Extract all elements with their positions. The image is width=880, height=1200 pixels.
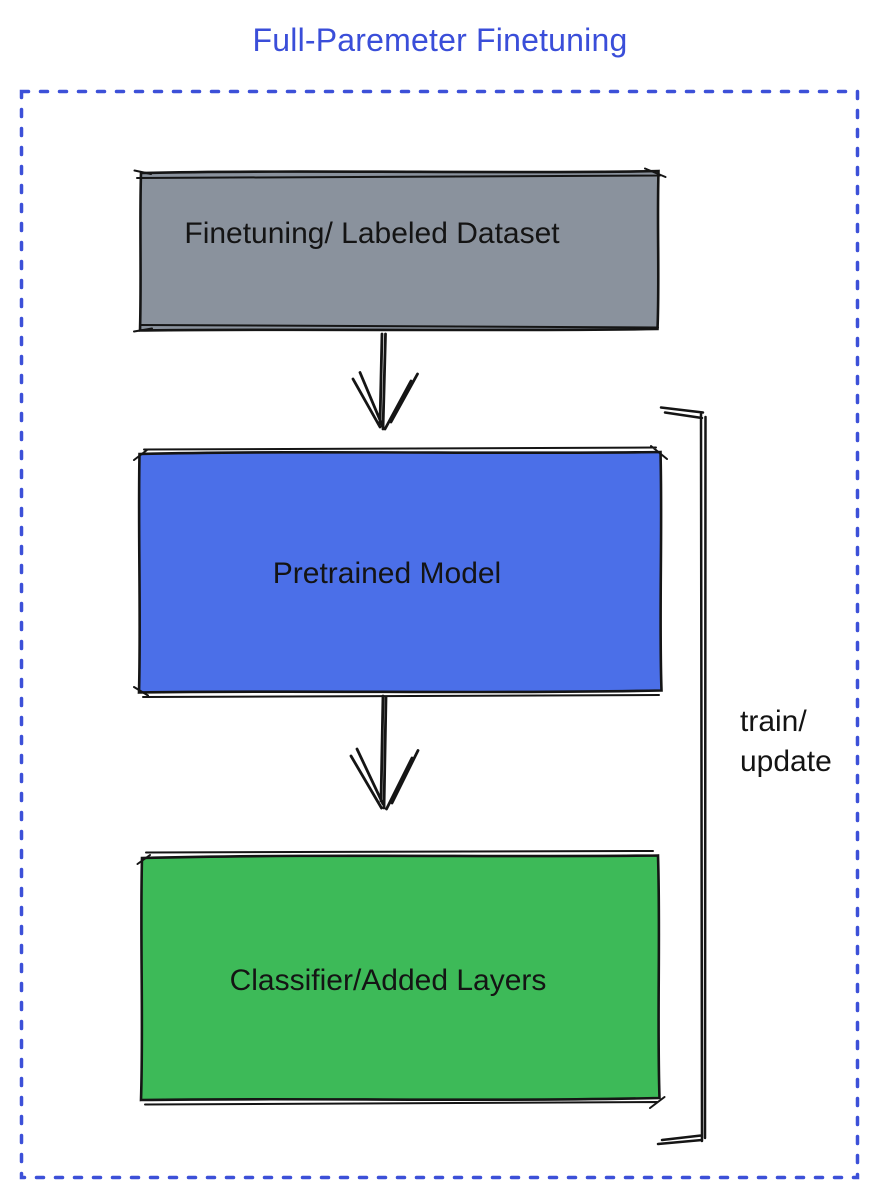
diagram-title: Full-Paremeter Finetuning [252, 22, 628, 58]
bracket-label: train/ update [740, 702, 832, 782]
arrow-pretrained-to-classifier [349, 694, 420, 811]
dataset-box-label: Finetuning/ Labeled Dataset [184, 217, 560, 250]
train-update-bracket [656, 406, 707, 1146]
bracket-label-line2: update [740, 745, 832, 778]
classifier-box-shape [136, 850, 666, 1109]
classifier-box-label: Classifier/Added Layers [229, 964, 547, 997]
dataset-box-shape [133, 167, 667, 333]
arrow-dataset-to-pretrained [351, 332, 419, 431]
pretrained-box-shape [133, 445, 668, 698]
pretrained-box-label: Pretrained Model [272, 557, 502, 590]
bracket-label-line1: train/ [740, 705, 807, 738]
dotted-frame [19, 89, 860, 1180]
